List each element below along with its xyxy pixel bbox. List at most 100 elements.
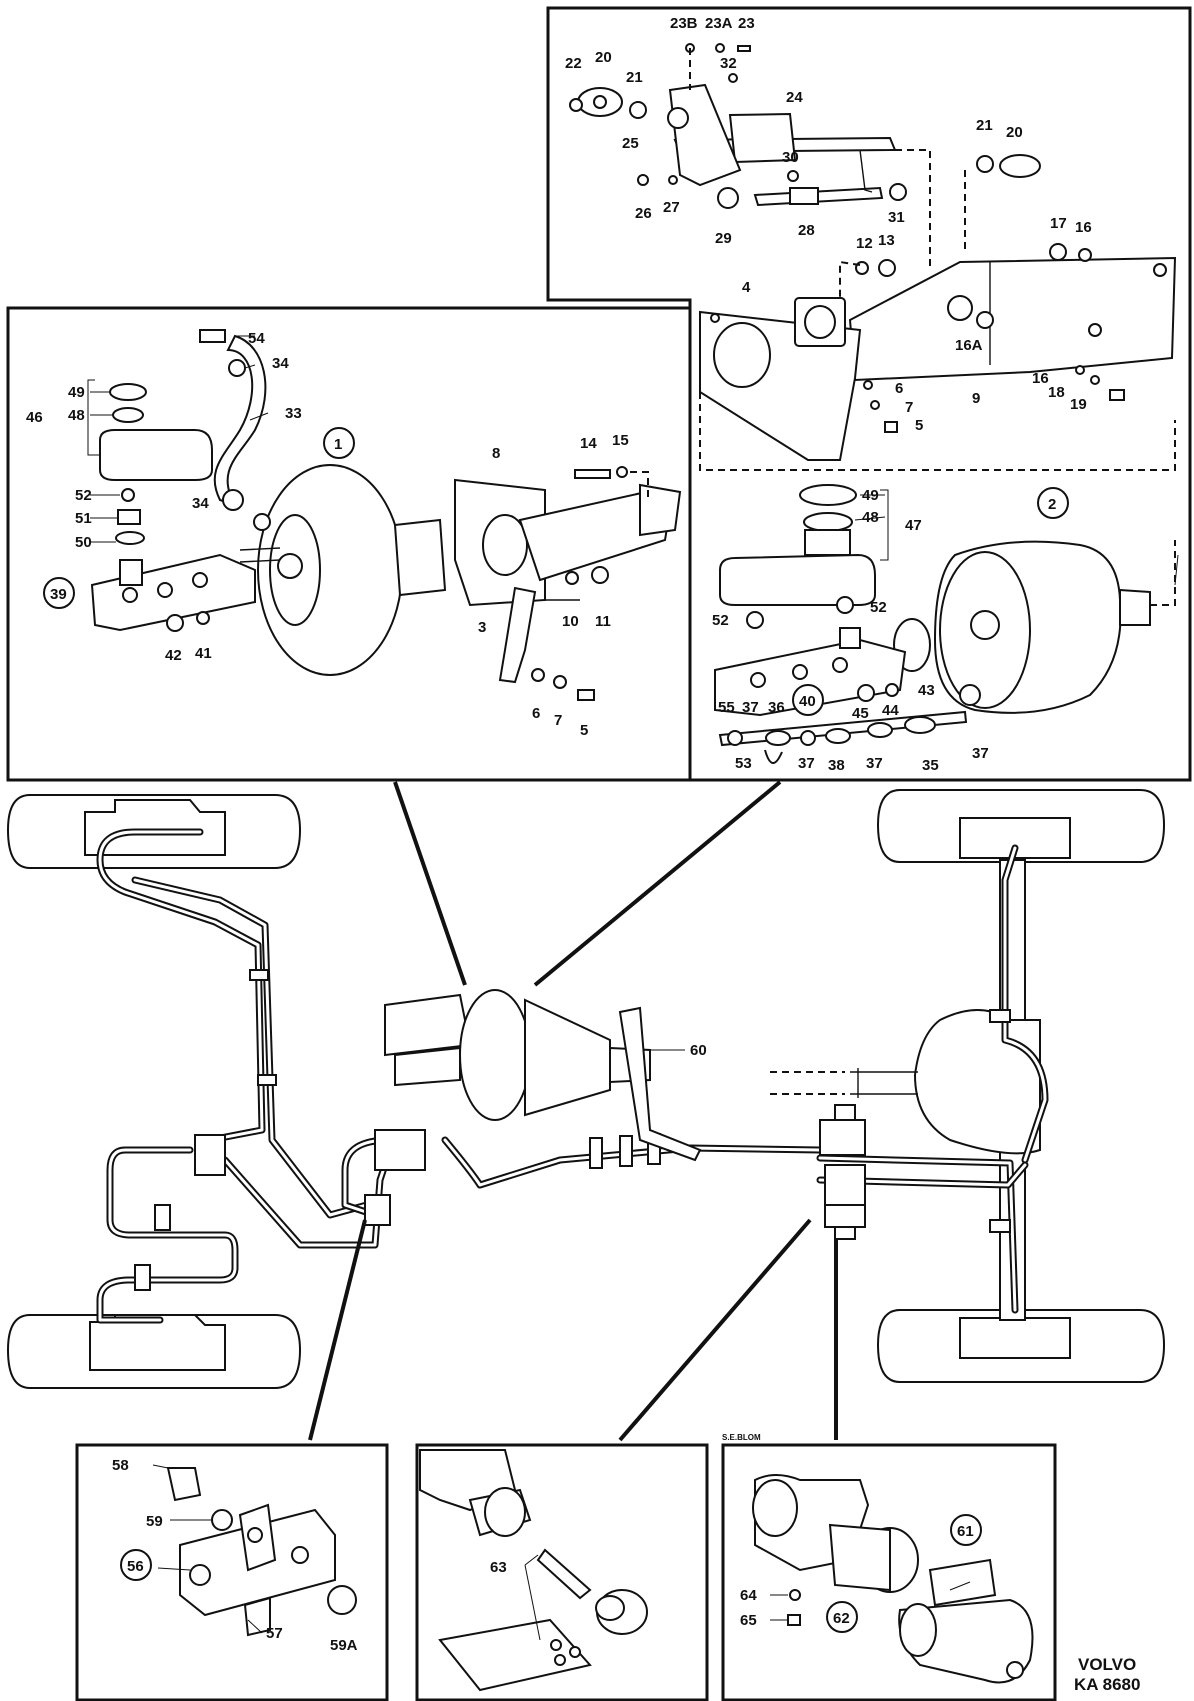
callout-61: 61 [957, 1523, 974, 1540]
callout-16a: 16A [955, 337, 983, 354]
callout-13: 13 [878, 232, 895, 249]
callout-38: 38 [828, 757, 845, 774]
callout-56: 56 [127, 1558, 144, 1575]
callout-39: 39 [50, 586, 67, 603]
callout-33: 33 [285, 405, 302, 422]
callout-34-lower: 34 [192, 495, 209, 512]
callout-7: 7 [905, 399, 913, 416]
leader-arrows [308, 780, 838, 1442]
brand-name: VOLVO [1078, 1655, 1136, 1674]
callout-53: 53 [735, 755, 752, 772]
callout-2: 2 [1048, 496, 1056, 513]
callout-52: 52 [75, 487, 92, 504]
callout-11: 11 [595, 613, 611, 630]
callout-35: 35 [922, 757, 939, 774]
callout-21-right: 21 [976, 117, 993, 134]
callout-65: 65 [740, 1612, 757, 1629]
pressure-valve-detail [166, 1467, 357, 1637]
callout-26: 26 [635, 205, 652, 222]
chassis-brake-layout [6, 789, 1166, 1389]
callout-57: 57 [266, 1625, 283, 1642]
callout-22: 22 [565, 55, 582, 72]
callout-23b: 23B [670, 15, 698, 32]
circled-callout-rings [43, 427, 1069, 1633]
callout-47: 47 [905, 517, 922, 534]
callout-55: 55 [718, 699, 735, 716]
callout-62: 62 [833, 1610, 850, 1627]
callout-42: 42 [165, 647, 182, 664]
callout-12: 12 [856, 235, 873, 252]
callout-49: 49 [68, 384, 85, 401]
proportioning-valve-detail [752, 1474, 1034, 1684]
callout-16: 16 [1075, 219, 1092, 236]
callout-37-c: 37 [866, 755, 883, 772]
callout-27: 27 [663, 199, 680, 216]
drawing-number: KA 8680 [1074, 1675, 1140, 1694]
callout-20: 20 [595, 49, 612, 66]
callout-45: 45 [852, 705, 869, 722]
callout-6: 6 [895, 380, 903, 397]
callout-50: 50 [75, 534, 92, 551]
callout-5: 5 [915, 417, 923, 434]
callout-51: 51 [75, 510, 92, 527]
callout-30: 30 [782, 149, 799, 166]
callout-1: 1 [334, 436, 342, 453]
callout-32: 32 [720, 55, 737, 72]
callout-20-right: 20 [1006, 124, 1023, 141]
callout-37-d: 37 [972, 745, 989, 762]
callout-48: 48 [68, 407, 85, 424]
callout-25: 25 [622, 135, 639, 152]
callout-24: 24 [786, 89, 803, 106]
callout-37-b: 37 [798, 755, 815, 772]
leader-lines [87, 335, 1179, 1641]
callout-48-right: 48 [862, 509, 879, 526]
pedal-bracket-assembly [569, 43, 1177, 471]
callout-4: 4 [742, 279, 751, 296]
callout-18: 18 [1048, 384, 1065, 401]
callout-31: 31 [888, 209, 905, 226]
bottom-right-panel-frame [721, 1443, 1057, 1701]
callout-63: 63 [490, 1559, 507, 1576]
left-booster-assembly [90, 329, 682, 701]
callout-28: 28 [798, 222, 815, 239]
callout-8: 8 [492, 445, 500, 462]
left-panel-frame [6, 306, 692, 782]
artist-signature: S.E.BLOM [722, 1433, 761, 1442]
callout-5-left: 5 [580, 722, 588, 739]
callout-60: 60 [690, 1042, 707, 1059]
callout-15: 15 [612, 432, 629, 449]
callout-59a: 59A [330, 1637, 358, 1654]
callout-6-left: 6 [532, 705, 540, 722]
callout-23: 23 [738, 15, 755, 32]
callout-37-a: 37 [742, 699, 759, 716]
callout-49-right: 49 [862, 487, 879, 504]
callout-23a: 23A [705, 15, 733, 32]
warning-switch-detail [419, 1449, 648, 1692]
callout-46: 46 [26, 409, 43, 426]
callout-41: 41 [195, 645, 212, 662]
callout-10: 10 [562, 613, 579, 630]
callout-54: 54 [248, 330, 265, 347]
callout-19: 19 [1070, 396, 1087, 413]
callout-59: 59 [146, 1513, 163, 1530]
callout-44: 44 [882, 702, 899, 719]
callout-21: 21 [626, 69, 643, 86]
callout-58: 58 [112, 1457, 129, 1474]
callout-9: 9 [972, 390, 980, 407]
panel-frames [6, 6, 1192, 1701]
callout-52-right-a: 52 [712, 612, 729, 629]
callout-36: 36 [768, 699, 785, 716]
callout-14: 14 [580, 435, 597, 452]
callout-43: 43 [918, 682, 935, 699]
callout-40: 40 [799, 693, 816, 710]
callout-16-lower: 16 [1032, 370, 1049, 387]
callout-29: 29 [715, 230, 732, 247]
bottom-center-panel-frame [415, 1443, 709, 1701]
callout-17: 17 [1050, 215, 1067, 232]
callout-34: 34 [272, 355, 289, 372]
callout-3: 3 [478, 619, 486, 636]
callout-7-left: 7 [554, 712, 562, 729]
callout-52-right-b: 52 [870, 599, 887, 616]
bottom-left-panel-frame [75, 1443, 389, 1701]
